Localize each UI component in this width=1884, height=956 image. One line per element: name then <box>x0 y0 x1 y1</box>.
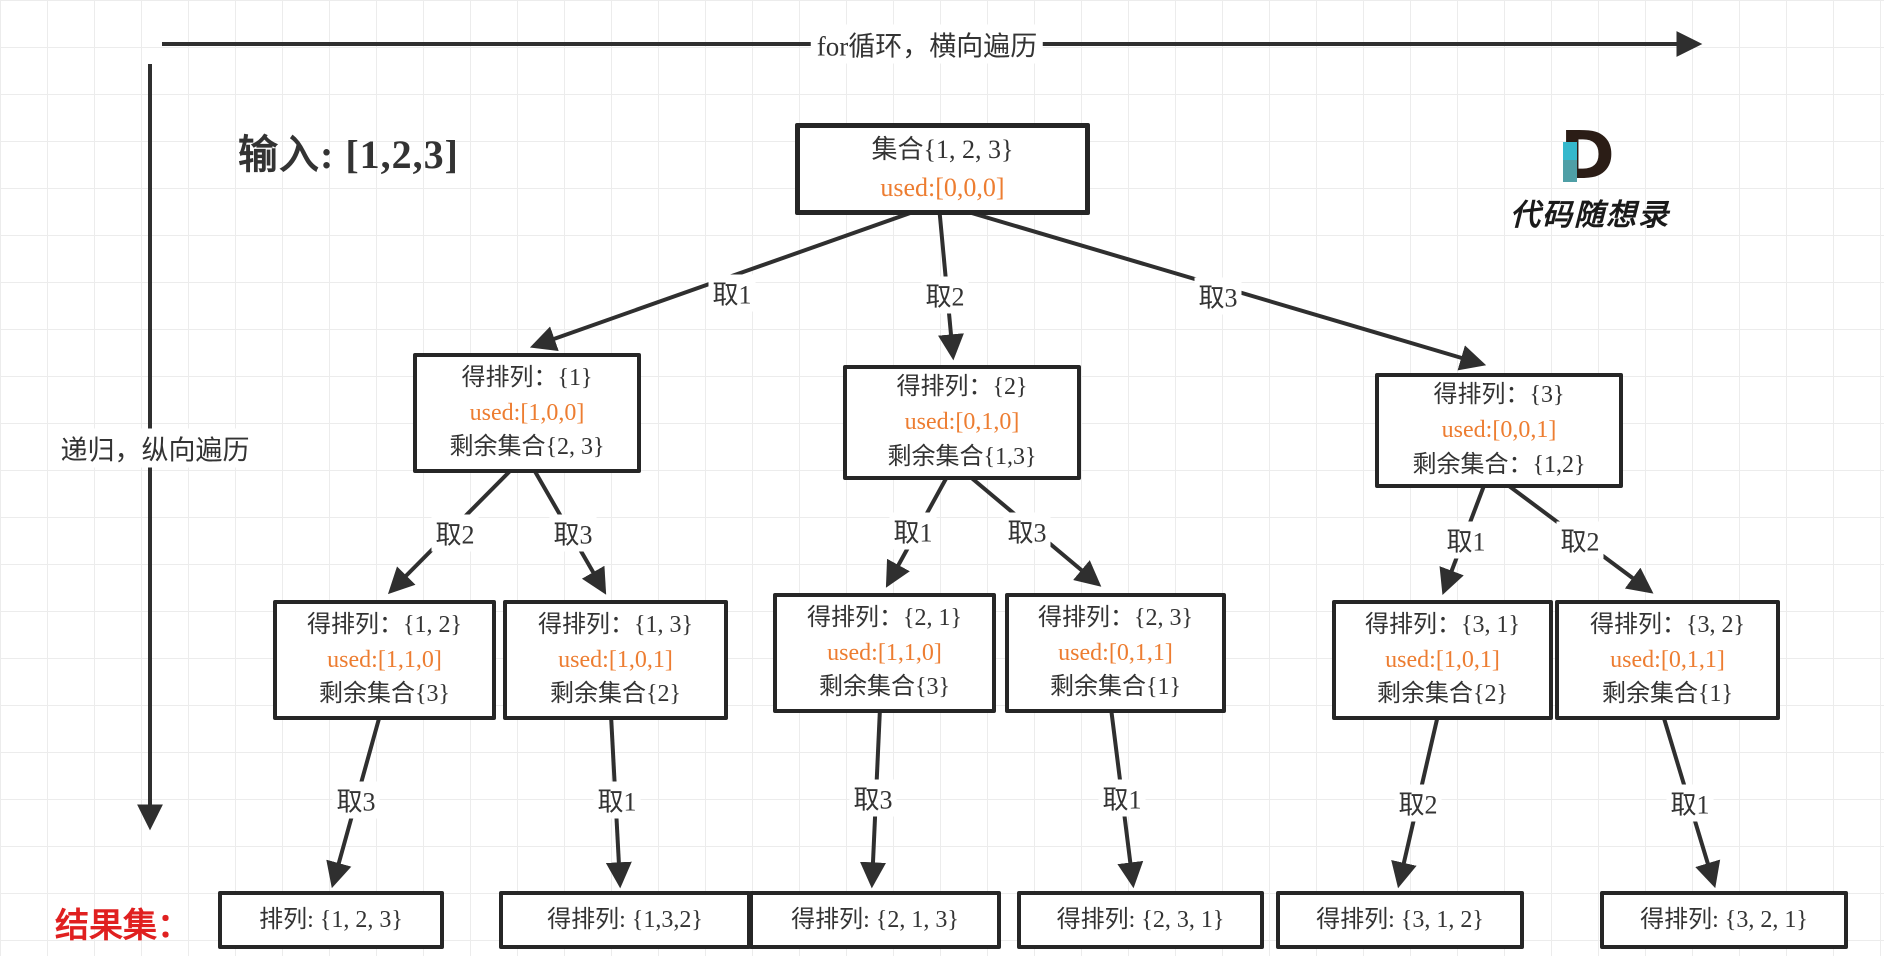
logo: D 代码随想录 <box>1500 120 1680 235</box>
leaf-text: 排列: {1, 2, 3} <box>259 906 403 933</box>
input-label: 输入: [1,2,3] <box>238 132 459 177</box>
edge-label-take1: 取1 <box>1442 521 1490 559</box>
tree-node-perm-3: 得排列：{3} used:[0,0,1] 剩余集合：{1,2} <box>1375 373 1623 488</box>
node-used: used:[1,1,0] <box>327 646 442 673</box>
tree-node-perm-2: 得排列：{2} used:[0,1,0] 剩余集合{1,3} <box>843 365 1081 480</box>
node-used: used:[1,0,0] <box>469 399 585 426</box>
node-used: used:[0,1,1] <box>1610 646 1725 673</box>
leaf-text: 得排列: {3, 1, 2} <box>1316 906 1484 933</box>
node-rest: 剩余集合{3} <box>318 681 451 708</box>
node-title: 得排列：{3} <box>1433 382 1565 409</box>
node-used: used:[0,1,0] <box>904 409 1020 436</box>
node-rest: 剩余集合{3} <box>818 674 951 701</box>
node-rest: 剩余集合：{1,2} <box>1412 451 1586 478</box>
edge-label-take2: 取2 <box>1556 521 1604 559</box>
tree-leaf-123: 排列: {1, 2, 3} <box>218 891 444 949</box>
node-title: 集合{1, 2, 3} <box>871 135 1014 165</box>
edge-label-take1: 取1 <box>1098 779 1146 817</box>
node-used: used:[0,0,1] <box>1441 417 1557 444</box>
edge-label-take3: 取3 <box>849 779 897 817</box>
tree-leaf-231: 得排列: {2, 3, 1} <box>1017 891 1264 949</box>
tree-node-root: 集合{1, 2, 3} used:[0,0,0] <box>795 123 1090 215</box>
edge-label-take3: 取3 <box>1194 277 1242 315</box>
node-used: used:[0,0,0] <box>880 173 1005 202</box>
node-used: used:[1,0,1] <box>1385 646 1500 673</box>
tree-node-perm-21: 得排列：{2, 1} used:[1,1,0] 剩余集合{3} <box>773 593 996 713</box>
node-rest: 剩余集合{2} <box>1376 681 1509 708</box>
result-set-label: 结果集： <box>55 908 191 945</box>
node-title: 得排列：{1, 2} <box>306 611 463 638</box>
node-rest: 剩余集合{1,3} <box>887 443 1037 470</box>
tree-node-perm-32: 得排列：{3, 2} used:[0,1,1] 剩余集合{1} <box>1555 600 1780 720</box>
node-title: 得排列：{3, 2} <box>1589 611 1746 638</box>
edge-label-take2: 取2 <box>921 276 969 314</box>
horizontal-traversal-label: for循环，横向遍历 <box>810 24 1044 64</box>
edge-label-take2: 取2 <box>431 514 479 552</box>
tree-node-perm-1: 得排列：{1} used:[1,0,0] 剩余集合{2, 3} <box>413 353 641 473</box>
node-used: used:[1,0,1] <box>558 646 673 673</box>
tree-node-perm-13: 得排列：{1, 3} used:[1,0,1] 剩余集合{2} <box>503 600 728 720</box>
leaf-text: 得排列: {3, 2, 1} <box>1640 906 1808 933</box>
tree-node-perm-12: 得排列：{1, 2} used:[1,1,0] 剩余集合{3} <box>273 600 496 720</box>
node-title: 得排列：{3, 1} <box>1364 611 1521 638</box>
node-rest: 剩余集合{1} <box>1049 674 1182 701</box>
tree-leaf-132: 得排列: {1,3,2} <box>499 891 751 949</box>
edge-label-take1: 取1 <box>889 512 937 550</box>
edge-label-take1: 取1 <box>1666 784 1714 822</box>
leaf-text: 得排列: {1,3,2} <box>547 906 703 933</box>
node-rest: 剩余集合{1} <box>1601 681 1734 708</box>
node-rest: 剩余集合{2, 3} <box>449 434 605 461</box>
edge-label-take2: 取2 <box>1394 784 1442 822</box>
node-title: 得排列：{1, 3} <box>537 611 694 638</box>
node-title: 得排列：{1} <box>461 364 593 391</box>
edge-label-take1: 取1 <box>708 274 756 312</box>
edge-label-take1: 取1 <box>593 781 641 819</box>
leaf-text: 得排列: {2, 1, 3} <box>791 906 959 933</box>
logo-teal-bar-icon <box>1563 142 1577 182</box>
node-title: 得排列：{2} <box>896 374 1028 401</box>
leaf-text: 得排列: {2, 3, 1} <box>1056 906 1225 933</box>
node-used: used:[0,1,1] <box>1058 639 1173 666</box>
edge-label-take3: 取3 <box>1003 512 1051 550</box>
node-title: 得排列：{2, 1} <box>806 604 963 631</box>
node-title: 得排列：{2, 3} <box>1037 604 1194 631</box>
edge-label-take3: 取3 <box>549 514 597 552</box>
tree-leaf-321: 得排列: {3, 2, 1} <box>1600 891 1848 949</box>
vertical-recursion-label: 递归，纵向遍历 <box>54 428 256 468</box>
edge-label-take3: 取3 <box>332 781 380 819</box>
logo-text: 代码随想录 <box>1510 199 1670 232</box>
node-used: used:[1,1,0] <box>827 639 942 666</box>
node-rest: 剩余集合{2} <box>549 681 682 708</box>
tree-node-perm-31: 得排列：{3, 1} used:[1,0,1] 剩余集合{2} <box>1332 600 1553 720</box>
tree-node-perm-23: 得排列：{2, 3} used:[0,1,1] 剩余集合{1} <box>1005 593 1226 713</box>
tree-leaf-213: 得排列: {2, 1, 3} <box>749 891 1001 949</box>
tree-leaf-312: 得排列: {3, 1, 2} <box>1276 891 1524 949</box>
